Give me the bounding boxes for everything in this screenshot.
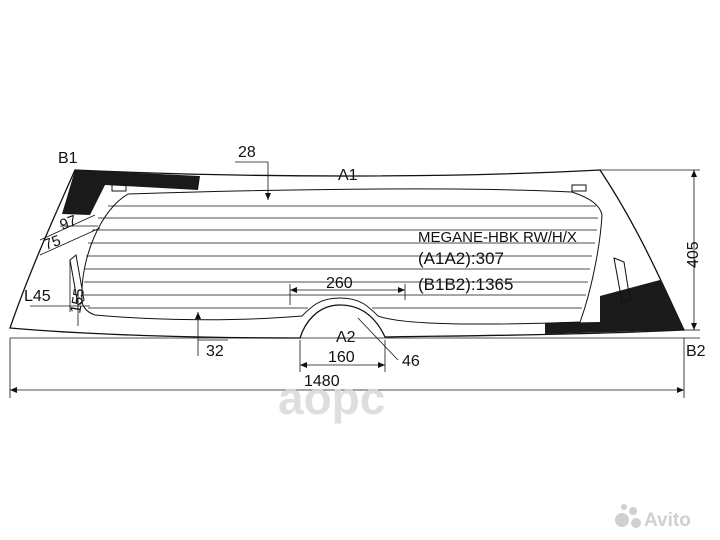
watermark-center: аорс: [278, 372, 385, 424]
dim-notch-46: 46: [402, 353, 420, 370]
watermark-corner: Avito: [644, 510, 691, 531]
point-a2-label: A2: [336, 329, 356, 346]
model-name: MEGANE-HBK RW/H/X: [418, 229, 577, 246]
dim-left-155: 155: [67, 287, 88, 315]
model-a1a2: (A1A2):307: [418, 249, 504, 268]
point-a1-label: A1: [338, 167, 358, 184]
heating-area-outline: [81, 188, 603, 325]
dim-left-75: 75: [42, 232, 63, 254]
dimension-lines: [9, 161, 700, 398]
dim-bottom-32: 32: [206, 343, 224, 360]
model-b1b2: (B1B2):1365: [418, 275, 513, 294]
bus-bars: [69, 184, 631, 306]
dim-left-l45: L45: [24, 288, 51, 305]
dim-notch-260: 260: [326, 275, 353, 292]
dim-height: 405: [685, 241, 702, 268]
dim-left-97: 97: [58, 212, 79, 234]
avito-logo-icon: [615, 504, 641, 528]
frit-right: [545, 280, 684, 334]
defroster-lines: [84, 205, 598, 309]
dim-top-offset: 28: [238, 144, 256, 161]
arrow-heads: [10, 170, 697, 393]
dim-notch-160: 160: [328, 349, 355, 366]
dim-width-1480: 1480: [304, 373, 340, 390]
frit-top-left: [62, 170, 200, 215]
point-b1-label: B1: [58, 150, 78, 167]
point-b2-label: B2: [686, 343, 706, 360]
